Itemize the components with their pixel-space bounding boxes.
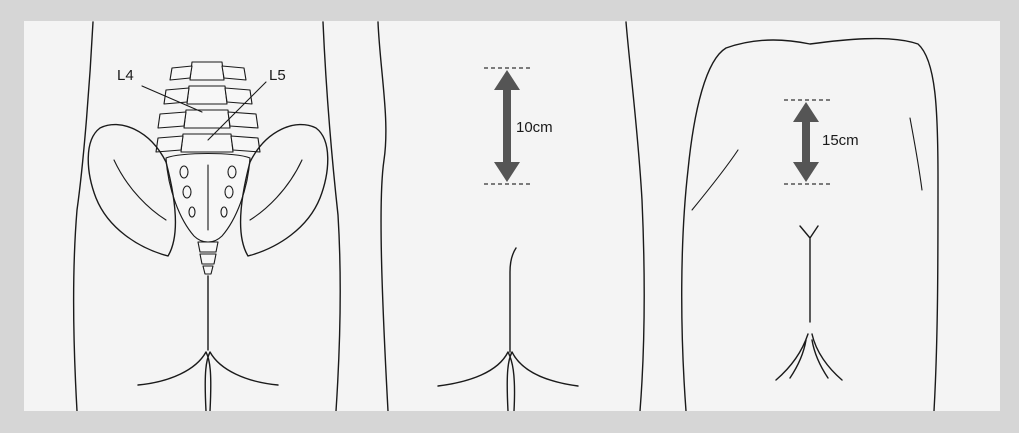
back-10cm-panel: 10cm — [378, 22, 644, 411]
measurement-15cm: 15cm — [822, 132, 859, 149]
gluteal-cleft-2 — [438, 248, 578, 411]
back2-right-outline — [626, 22, 644, 411]
torso-right-outline — [323, 22, 340, 411]
back2-left-outline — [378, 22, 388, 411]
torso-left-outline — [74, 22, 93, 411]
back3-right-contour — [910, 118, 922, 190]
back-15cm-panel: 15cm — [682, 39, 938, 411]
spine-view-panel: L4 L5 — [74, 22, 341, 411]
back3-outline — [682, 39, 938, 411]
double-arrow-15cm — [793, 102, 819, 182]
measurement-10cm: 10cm — [516, 119, 553, 136]
lumbar-vertebrae — [156, 62, 260, 152]
figure-panel: L4 L5 10cm 15cm — [24, 21, 1000, 411]
coccyx — [198, 242, 218, 274]
label-l4: L4 — [117, 67, 134, 84]
back3-left-contour — [692, 150, 738, 210]
label-l5: L5 — [269, 67, 286, 84]
gluteal-cleft-1 — [138, 276, 278, 411]
anatomy-diagram: L4 L5 10cm 15cm — [24, 21, 1000, 411]
gluteal-cleft-3 — [776, 226, 842, 380]
